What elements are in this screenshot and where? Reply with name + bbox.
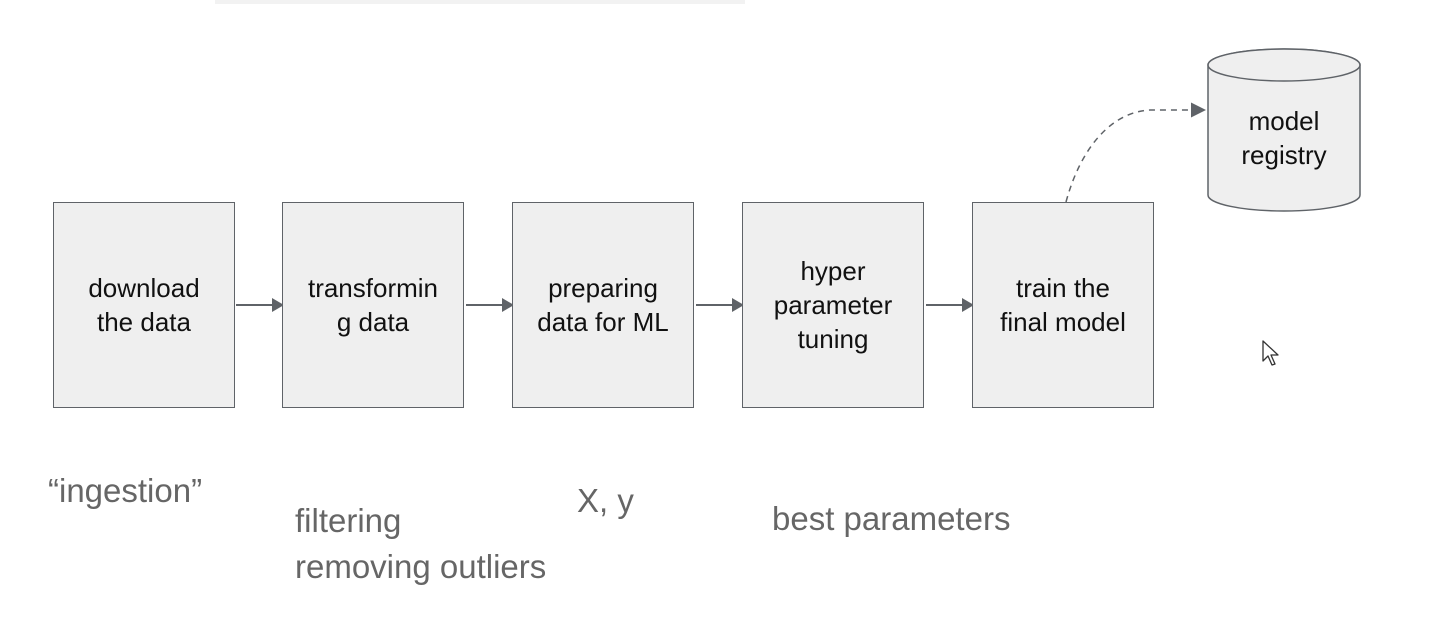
step-label: preparing data for ML xyxy=(537,273,669,337)
step-hyperparameter-tuning: hyper parameter tuning xyxy=(742,202,924,408)
step-download-data: download the data xyxy=(53,202,235,408)
top-slide-edge xyxy=(215,0,745,4)
step-train-final-model: train the final model xyxy=(972,202,1154,408)
step-preparing-data: preparing data for ML xyxy=(512,202,694,408)
flow-arrow-3 xyxy=(696,298,744,312)
transform-note: filtering removing outliers xyxy=(295,502,547,585)
ingestion-note: “ingestion” xyxy=(48,472,203,509)
step-label: train the final model xyxy=(1000,273,1126,337)
step-label: transformin g data xyxy=(307,273,439,337)
mouse-pointer-icon xyxy=(1262,340,1279,366)
step-label: hyper parameter tuning xyxy=(773,256,893,354)
step-label: download the data xyxy=(88,273,200,337)
step-transforming-data: transformin g data xyxy=(282,202,464,408)
flow-arrow-1 xyxy=(236,298,284,312)
flow-arrow-2 xyxy=(466,298,514,312)
model-registry-label: model registry xyxy=(1241,106,1327,170)
xy-note: X, y xyxy=(577,482,634,519)
best-parameters-note: best parameters xyxy=(772,500,1011,537)
registry-dashed-arrow xyxy=(1065,102,1206,203)
flow-arrow-4 xyxy=(926,298,974,312)
